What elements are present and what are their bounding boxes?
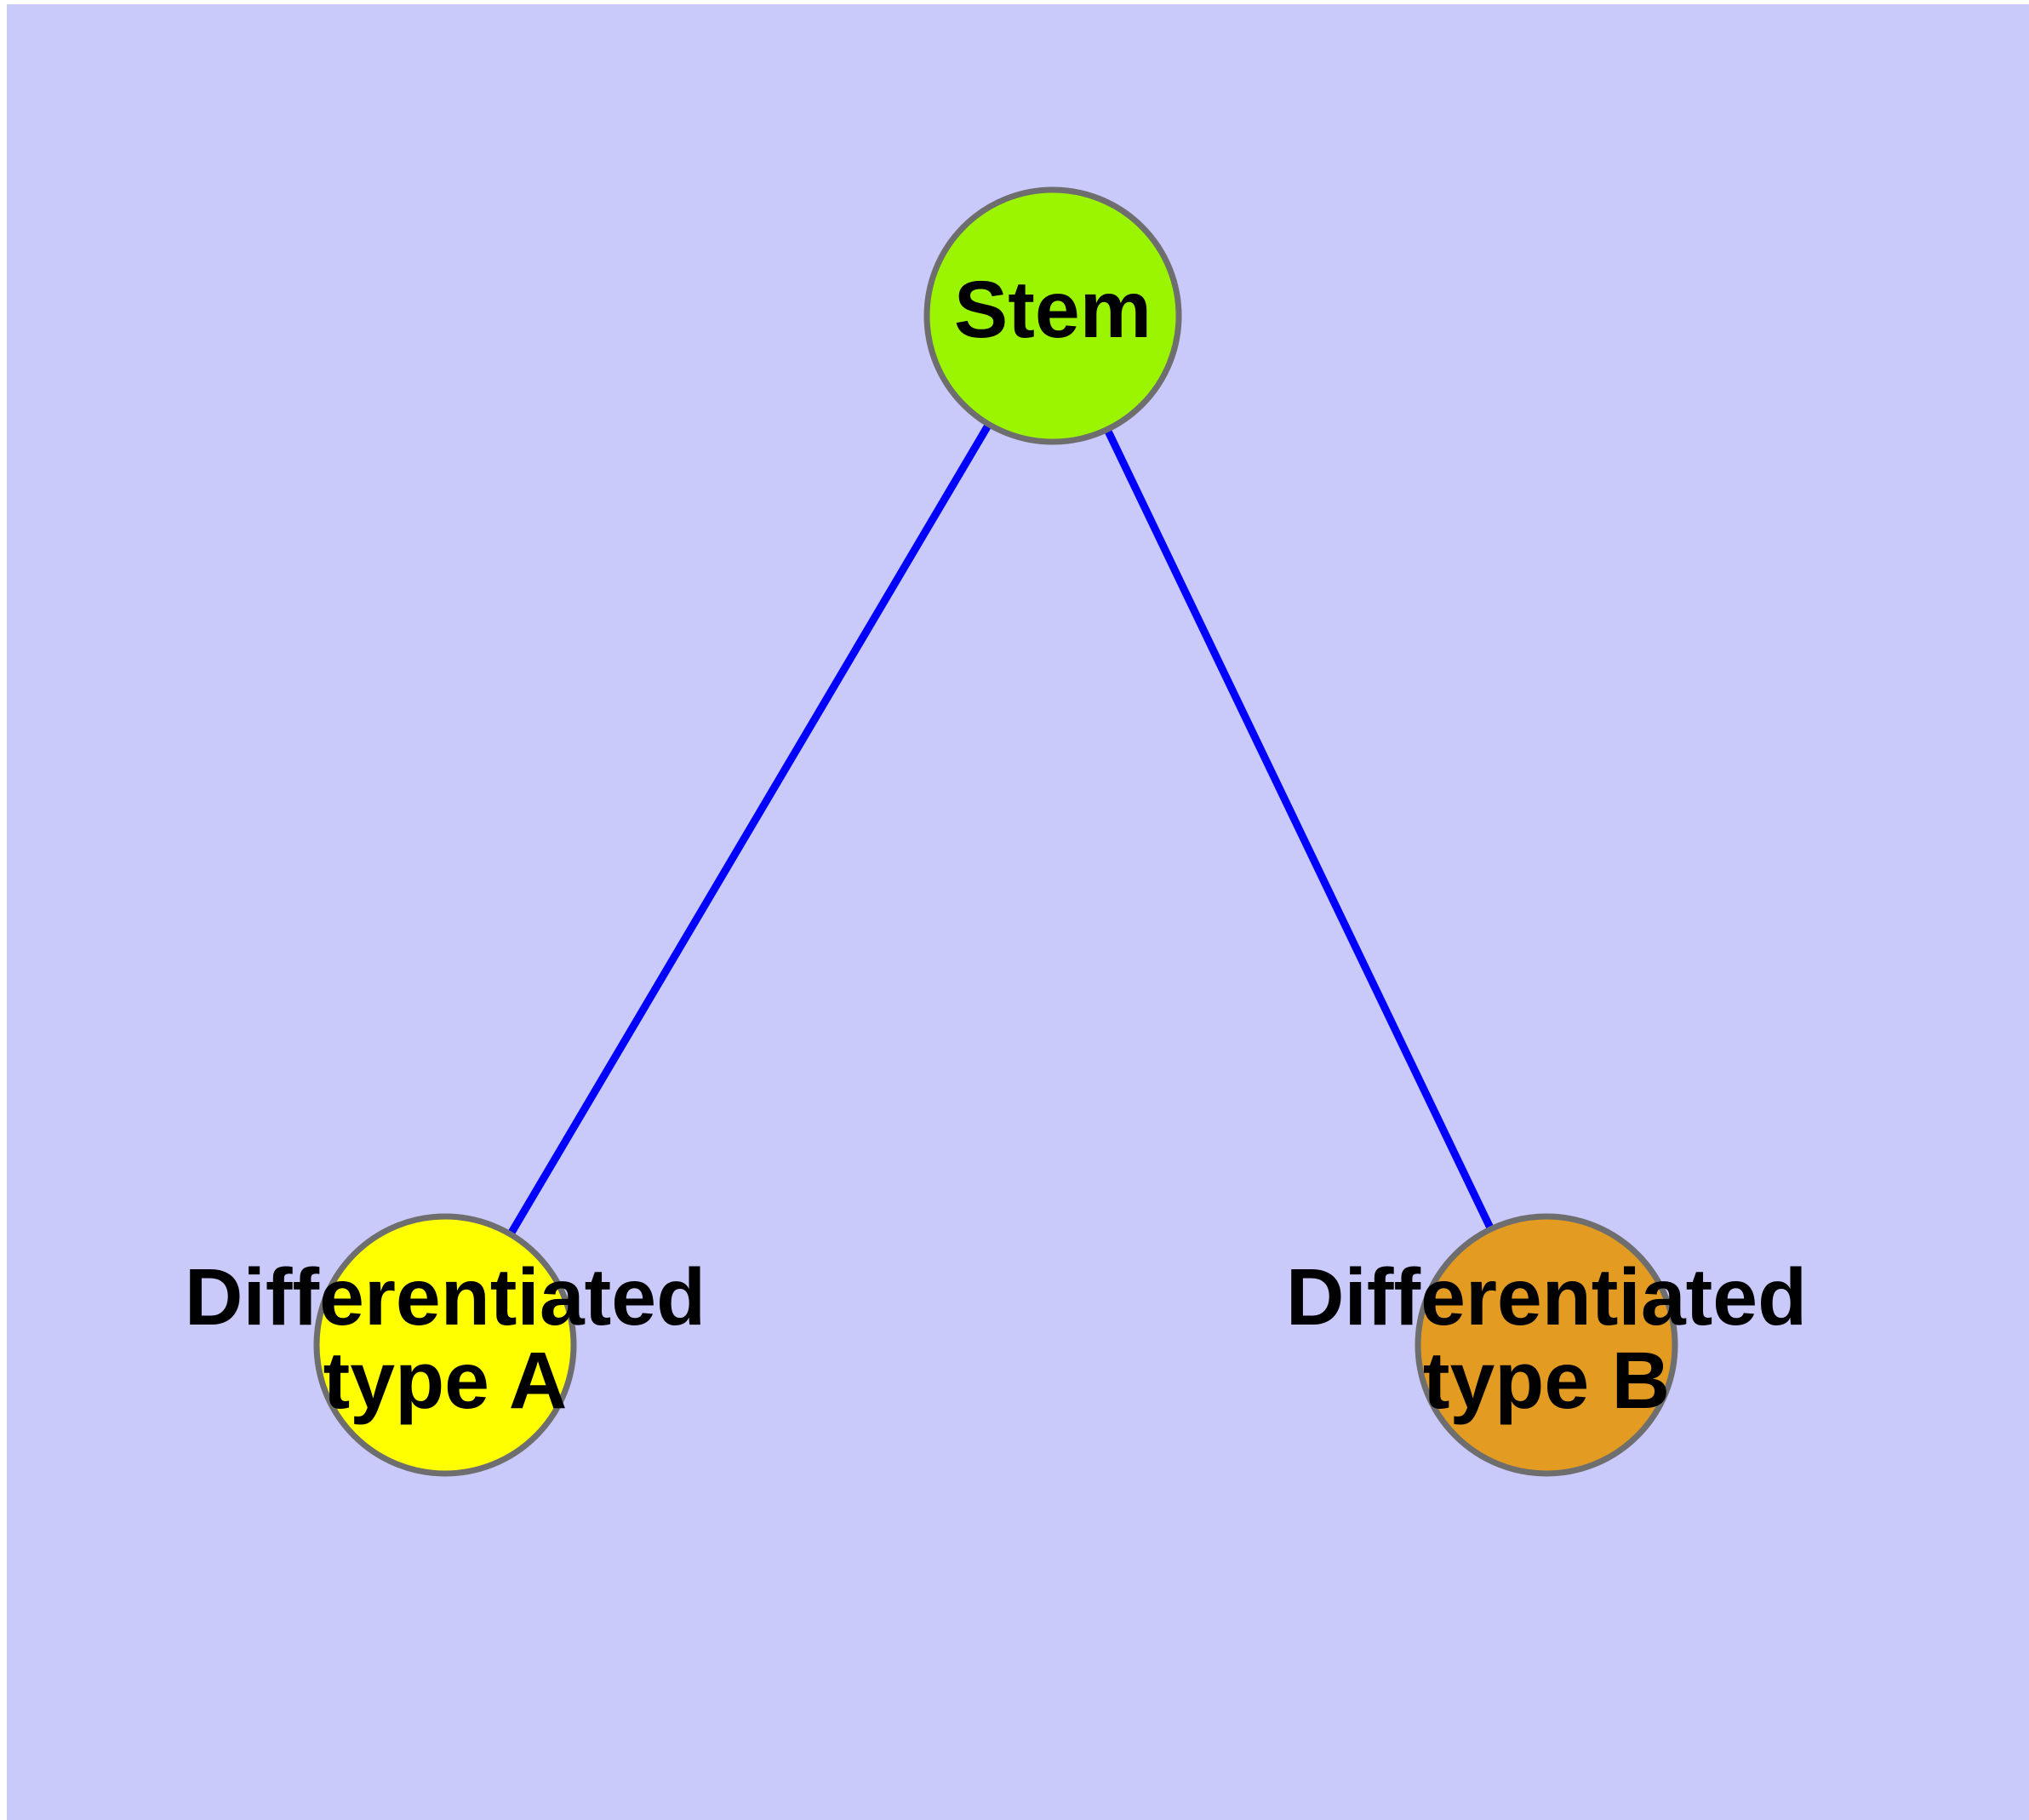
edges-layer [505, 419, 1496, 1239]
graph-node-stem[interactable]: Stem [923, 186, 1182, 445]
node-label-stem-line-0: Stem [954, 265, 1152, 355]
node-label-diff_b-line-0: Differentiated [1286, 1252, 1807, 1342]
node-circle-diff_a[interactable] [313, 1213, 577, 1477]
node-circle-stem[interactable] [923, 186, 1182, 445]
graph-edge-stem-to-a[interactable] [505, 419, 994, 1239]
node-label-diff_b-line-1: type B [1423, 1336, 1670, 1426]
node-circle-diff_b[interactable] [1415, 1213, 1678, 1477]
graph-edge-stem-to-b[interactable] [1102, 424, 1496, 1234]
node-label-diff_a-line-1: type A [323, 1336, 568, 1426]
node-label-diff_a-line-0: Differentiated [185, 1252, 706, 1342]
